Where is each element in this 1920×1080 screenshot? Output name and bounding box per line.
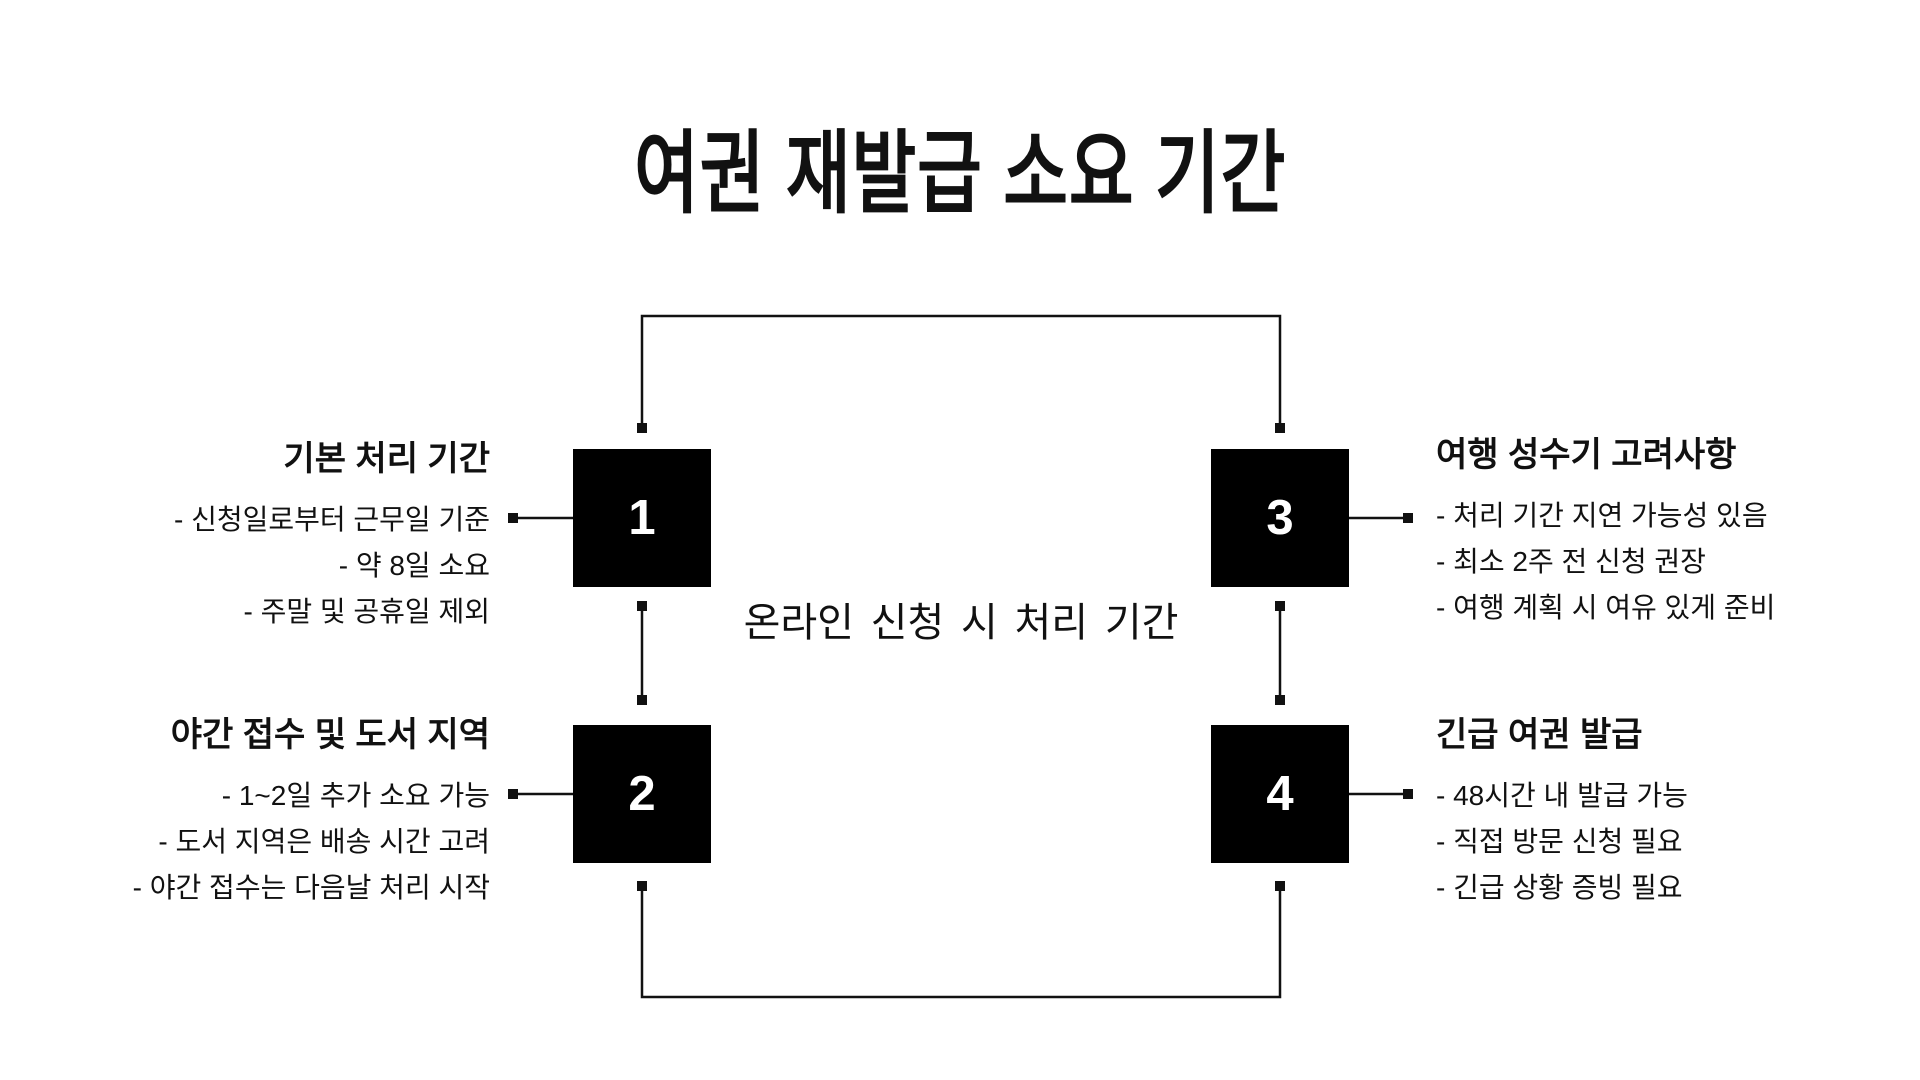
step-bullets-2: - 1~2일 추가 소요 가능 - 도서 지역은 배송 시간 고려 - 야간 접… bbox=[40, 773, 490, 911]
step-heading-1: 기본 처리 기간 bbox=[283, 440, 490, 478]
step-box-4: 4 bbox=[1211, 725, 1349, 863]
step-heading-2: 야간 접수 및 도서 지역 bbox=[170, 716, 490, 754]
arrow-square-left-v-bottom bbox=[637, 695, 647, 705]
arrow-square-right-v-top bbox=[1275, 601, 1285, 611]
step-label-1: 기본 처리 기간 - 신청일로부터 근무일 기준 - 약 8일 소요 - 주말 … bbox=[40, 437, 490, 635]
arrow-square-top-left bbox=[637, 423, 647, 433]
step-box-3: 3 bbox=[1211, 449, 1349, 587]
bullet-item: - 최소 2주 전 신청 권장 bbox=[1436, 546, 1706, 577]
arrow-square-step3 bbox=[1403, 513, 1413, 523]
bullet-item: - 주말 및 공휴일 제외 bbox=[243, 596, 490, 627]
bullet-item: - 1~2일 추가 소요 가능 bbox=[221, 780, 490, 811]
step-number-4: 4 bbox=[1266, 767, 1294, 821]
bullet-item: - 도서 지역은 배송 시간 고려 bbox=[158, 826, 490, 857]
arrow-square-bottom-right bbox=[1275, 881, 1285, 891]
arrow-square-top-right bbox=[1275, 423, 1285, 433]
arrow-square-bottom-left bbox=[637, 881, 647, 891]
arrow-square-step1 bbox=[508, 513, 518, 523]
step-box-1: 1 bbox=[573, 449, 711, 587]
bullet-item: - 신청일로부터 근무일 기준 bbox=[173, 504, 490, 535]
bullet-item: - 처리 기간 지연 가능성 있음 bbox=[1436, 500, 1768, 531]
step-heading-3: 여행 성수기 고려사항 bbox=[1436, 436, 1737, 474]
connector-bottom-path bbox=[640, 890, 1282, 999]
page-title: 여권 재발급 소요 기간 bbox=[0, 112, 1920, 236]
center-label: 온라인 신청 시 처리 기간 bbox=[743, 601, 1179, 645]
step-bullets-4: - 48시간 내 발급 가능 - 직접 방문 신청 필요 - 긴급 상황 증빙 … bbox=[1436, 773, 1886, 911]
page-title-text: 여권 재발급 소요 기간 bbox=[633, 122, 1287, 225]
step-number-3: 3 bbox=[1266, 491, 1294, 545]
arrow-square-left-v-top bbox=[637, 601, 647, 611]
step-label-3: 여행 성수기 고려사항 - 처리 기간 지연 가능성 있음 - 최소 2주 전 … bbox=[1436, 433, 1886, 631]
step-bullets-3: - 처리 기간 지연 가능성 있음 - 최소 2주 전 신청 권장 - 여행 계… bbox=[1436, 493, 1886, 631]
step-heading-4: 긴급 여권 발급 bbox=[1436, 716, 1643, 754]
bullet-item: - 긴급 상황 증빙 필요 bbox=[1436, 872, 1683, 903]
step-label-4: 긴급 여권 발급 - 48시간 내 발급 가능 - 직접 방문 신청 필요 - … bbox=[1436, 713, 1886, 911]
bullet-item: - 여행 계획 시 여유 있게 준비 bbox=[1436, 592, 1776, 623]
step-box-2: 2 bbox=[573, 725, 711, 863]
arrow-square-right-v-bottom bbox=[1275, 695, 1285, 705]
bullet-item: - 직접 방문 신청 필요 bbox=[1436, 826, 1683, 857]
step-bullets-1: - 신청일로부터 근무일 기준 - 약 8일 소요 - 주말 및 공휴일 제외 bbox=[40, 497, 490, 635]
bullet-item: - 48시간 내 발급 가능 bbox=[1436, 780, 1688, 811]
bullet-item: - 야간 접수는 다음날 처리 시작 bbox=[132, 872, 490, 903]
step-number-1: 1 bbox=[628, 491, 656, 545]
arrow-square-step2 bbox=[508, 789, 518, 799]
bullet-item: - 약 8일 소요 bbox=[338, 550, 490, 581]
arrow-square-step4 bbox=[1403, 789, 1413, 799]
connector-top-path bbox=[640, 314, 1282, 424]
step-label-2: 야간 접수 및 도서 지역 - 1~2일 추가 소요 가능 - 도서 지역은 배… bbox=[40, 713, 490, 911]
step-number-2: 2 bbox=[628, 767, 656, 821]
